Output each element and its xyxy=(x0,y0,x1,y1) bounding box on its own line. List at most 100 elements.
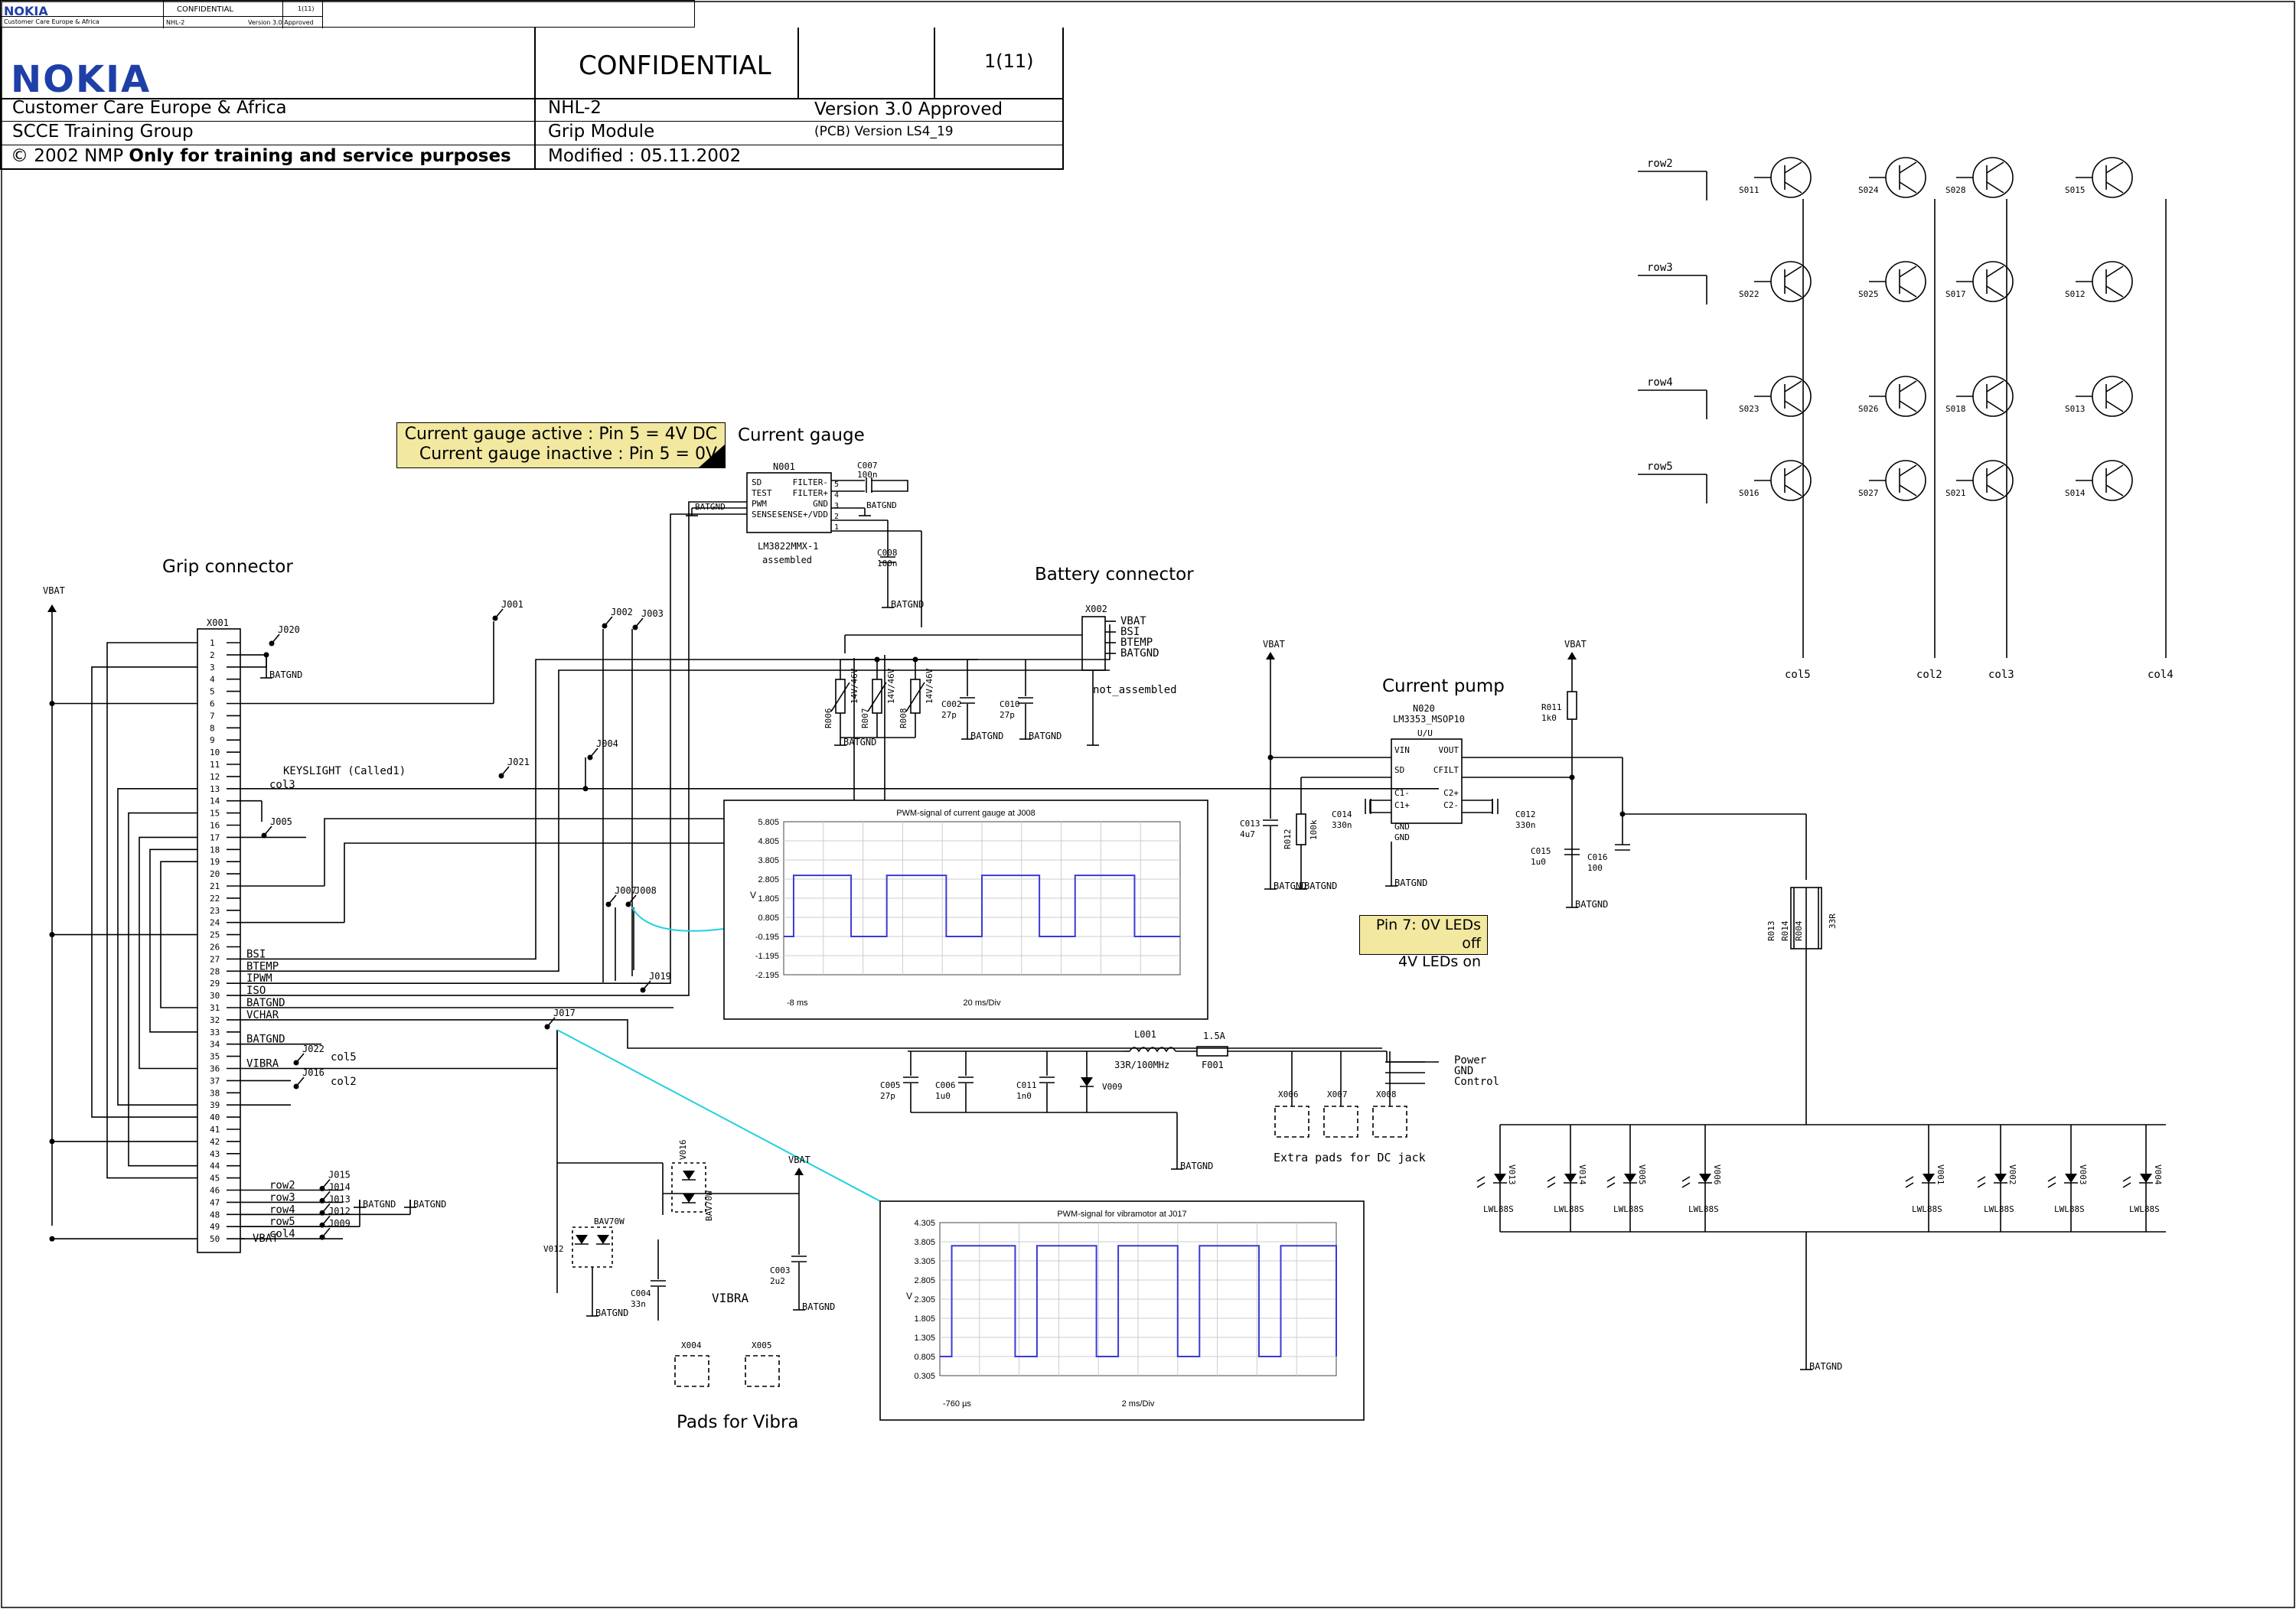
vibra-pad xyxy=(674,1355,709,1387)
pump-pin-label: SD xyxy=(1394,765,1404,775)
led-icon xyxy=(1624,1174,1636,1183)
led-resistor-ref: R013 xyxy=(1766,921,1776,942)
pump-pin-label: C2+ xyxy=(1443,788,1459,798)
switch-contact xyxy=(1899,265,1917,278)
varistor-ref: R008 xyxy=(899,708,908,729)
grip-pin-number: 35 xyxy=(210,1052,220,1062)
switch-contact xyxy=(1784,265,1802,278)
grip-pin-number: 27 xyxy=(210,954,220,964)
led-icon xyxy=(1564,1174,1577,1183)
switch-contact xyxy=(1986,265,2004,278)
led-resistor-value: 33R xyxy=(1828,914,1838,929)
ground-label: BATGND xyxy=(1394,878,1427,888)
keypad-switch-s012 xyxy=(2092,261,2133,302)
grip-row-label: row3 xyxy=(269,1191,295,1203)
led-light-icon xyxy=(1681,1176,1691,1188)
led-icon xyxy=(2065,1174,2077,1183)
grip-pin-number: 44 xyxy=(210,1161,220,1171)
ground-label: BATGND xyxy=(891,599,924,610)
v012-label: V012 xyxy=(543,1244,564,1254)
scope-vibra-y-tick: 3.805 xyxy=(914,1238,935,1247)
vibra-diode-box xyxy=(572,1226,613,1268)
scope-gauge-x-div: 20 ms/Div xyxy=(964,998,1001,1008)
battery-pin-label: BTEMP xyxy=(1120,637,1153,649)
jumper-icon xyxy=(321,1190,331,1201)
jumper-icon xyxy=(295,1076,305,1087)
led-part: LWL88S xyxy=(2054,1204,2085,1214)
grip-pin-number: 45 xyxy=(210,1174,220,1184)
scope-vibra-y-tick: 4.305 xyxy=(914,1219,935,1228)
wire xyxy=(321,1030,558,1070)
wire xyxy=(117,788,197,1106)
led-light-icon xyxy=(1606,1176,1616,1188)
dc-pad-ref: X008 xyxy=(1376,1089,1397,1099)
pump-pin-label: VIN xyxy=(1394,745,1410,755)
jumper-icon xyxy=(321,1227,331,1238)
c012-label: C012 xyxy=(1515,809,1536,819)
grip-pin-number: 8 xyxy=(210,723,215,733)
grip-pin-number: 13 xyxy=(210,784,220,794)
led-part: LWL88S xyxy=(1912,1204,1942,1214)
c013-label: C013 xyxy=(1240,819,1261,829)
wire xyxy=(321,513,747,984)
jumper-label: J021 xyxy=(507,757,530,767)
ground-label: BATGND xyxy=(1180,1161,1213,1171)
title-model: NHL-2 xyxy=(548,98,602,118)
switch-contact xyxy=(1784,285,1802,298)
scope-gauge-trace xyxy=(784,875,1180,937)
dc-pad xyxy=(1323,1106,1358,1138)
scope-vibra-y-tick: 3.305 xyxy=(914,1257,935,1266)
c016-label: C016 xyxy=(1587,852,1608,862)
led-light-icon xyxy=(1547,1176,1556,1188)
grip-row-label: col4 xyxy=(269,1228,295,1240)
keypad-switch-ref: S027 xyxy=(1858,488,1879,498)
switch-contact xyxy=(2105,464,2124,477)
supply-arrow-icon xyxy=(47,604,57,612)
led-part: LWL88S xyxy=(1984,1204,2014,1214)
grip-pin-number: 31 xyxy=(210,1003,220,1013)
c014-value: 330n xyxy=(1332,820,1352,830)
scope-vibra-y-tick: 1.805 xyxy=(914,1314,935,1324)
junction-dot xyxy=(49,1138,55,1145)
header-strip: NOKIA Customer Care Europe & Africa CONF… xyxy=(0,0,695,28)
current-pump-title: Current pump xyxy=(1382,676,1505,696)
junction-dot xyxy=(912,656,918,663)
switch-contact xyxy=(1899,484,1917,497)
grip-connector-body xyxy=(197,628,241,1253)
jumper-icon xyxy=(589,748,598,758)
title-group: SCCE Training Group xyxy=(12,122,194,142)
wire xyxy=(149,848,197,1033)
grip-signal-label: IPWM xyxy=(246,972,272,985)
grip-pin-number: 18 xyxy=(210,845,220,855)
jumper-icon xyxy=(642,980,651,991)
keypad-switch-ref: S026 xyxy=(1858,404,1879,414)
battery-connector-title: Battery connector xyxy=(1035,565,1194,585)
r012-label: R012 xyxy=(1283,829,1293,850)
vibra-pad xyxy=(745,1355,780,1387)
wire xyxy=(344,658,855,923)
grip-pin-number: 23 xyxy=(210,906,220,916)
current-gauge-title: Current gauge xyxy=(738,425,865,445)
battery-not-assembled: not_assembled xyxy=(1093,684,1177,696)
led-ref: V013 xyxy=(1507,1164,1517,1185)
r012-value: 100k xyxy=(1309,819,1319,840)
keypad-col-label: col3 xyxy=(1988,669,2014,681)
keyslight-label: KEYSLIGHT (Called1) xyxy=(283,765,406,777)
title-org: Customer Care Europe & Africa xyxy=(12,98,287,118)
keypad-switch-s015 xyxy=(2092,157,2133,198)
switch-contact xyxy=(1784,181,1802,194)
pump-pin-label: VOUT xyxy=(1439,745,1459,755)
scope-gauge-y-tick: 1.805 xyxy=(758,894,779,904)
battery-pin-label: BSI xyxy=(1120,626,1140,638)
jumper-label: J014 xyxy=(328,1181,351,1192)
grip-pin-number: 46 xyxy=(210,1186,220,1196)
diode-v016a xyxy=(683,1171,695,1180)
junction-dot xyxy=(49,932,55,938)
jumper-label: J022 xyxy=(302,1044,325,1054)
varistor-slash xyxy=(830,682,850,712)
fuse-f001 xyxy=(1196,1046,1228,1057)
wire xyxy=(321,669,1110,972)
grip-pin-number: 38 xyxy=(210,1088,220,1098)
grip-pin-number: 40 xyxy=(210,1112,220,1122)
